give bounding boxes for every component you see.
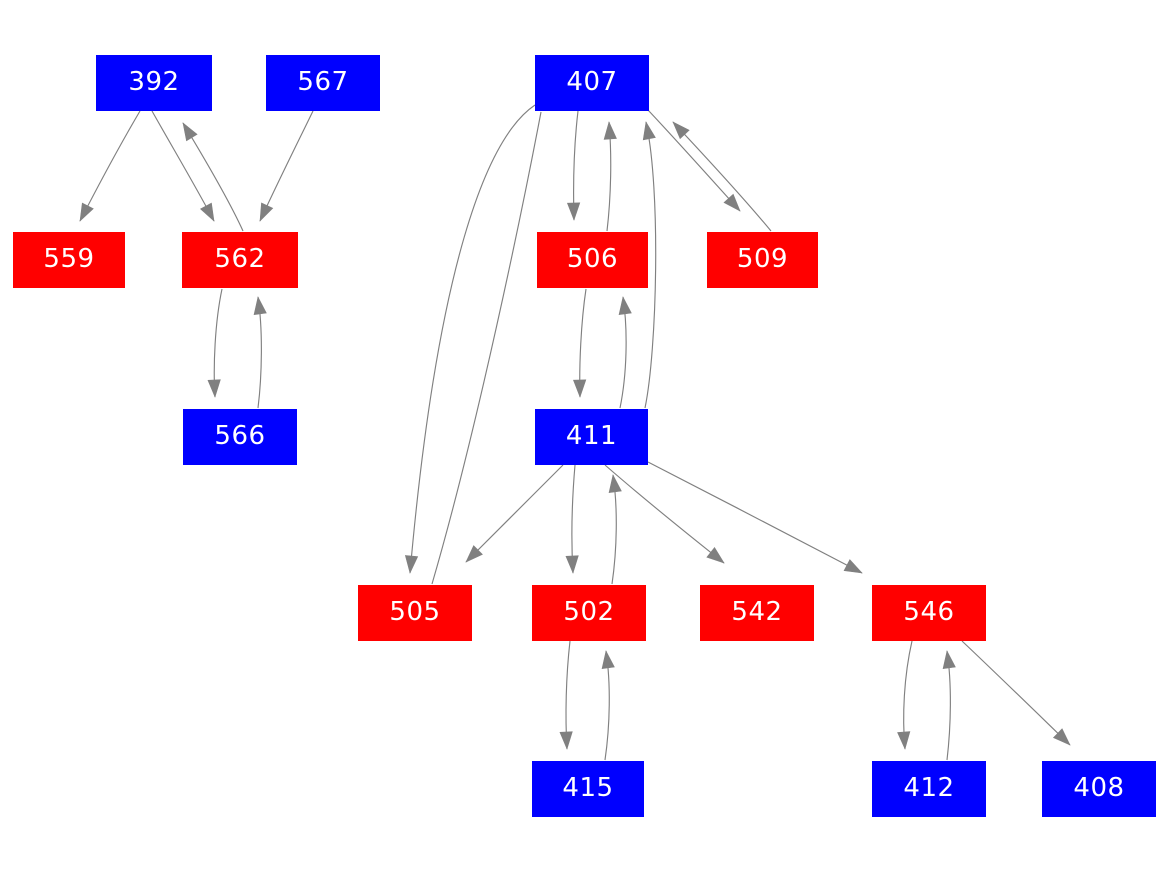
edge-arrowhead — [573, 379, 587, 398]
graph-edge — [603, 121, 617, 232]
graph-node-label: 412 — [903, 773, 955, 803]
graph-node-label: 415 — [562, 773, 614, 803]
graph-edge — [79, 110, 141, 222]
graph-edge — [942, 650, 956, 761]
graph-node-542[interactable]: 542 — [700, 585, 814, 641]
graph-node-label: 502 — [563, 597, 615, 627]
graph-node-412[interactable]: 412 — [872, 761, 986, 817]
graph-node-509[interactable]: 509 — [707, 232, 818, 288]
graph-edge — [961, 640, 1071, 746]
edge-arrowhead — [199, 202, 215, 222]
graph-edge — [565, 464, 579, 574]
edge-arrowhead — [253, 296, 267, 316]
graph-edge — [259, 110, 314, 222]
graph-node-label: 562 — [214, 244, 266, 274]
edge-arrowhead — [566, 202, 581, 221]
graph-node-546[interactable]: 546 — [872, 585, 986, 641]
edge-arrowhead — [259, 202, 274, 222]
edge-arrowhead — [706, 547, 725, 564]
graph-edge — [647, 461, 863, 574]
edge-arrowhead — [1052, 728, 1071, 746]
graph-edge — [604, 464, 725, 564]
graph-node-392[interactable]: 392 — [96, 55, 212, 111]
graph-node-label: 509 — [736, 244, 789, 274]
edge-arrowhead — [79, 202, 94, 222]
graph-node-label: 559 — [43, 244, 95, 274]
graph-node-407[interactable]: 407 — [535, 55, 649, 111]
graph-node-567[interactable]: 567 — [266, 55, 380, 111]
edge-arrowhead — [843, 559, 863, 574]
graph-node-label: 546 — [903, 597, 955, 627]
graph-node-label: 411 — [565, 421, 618, 451]
graph-edge — [618, 296, 632, 409]
graph-edge — [559, 640, 573, 750]
graph-edge — [253, 296, 267, 409]
edge-arrowhead — [404, 555, 419, 574]
edge-arrowhead — [182, 122, 198, 142]
edge-arrowhead — [465, 545, 483, 563]
graph-edge — [182, 122, 244, 232]
edge-arrowhead — [608, 474, 622, 494]
graph-node-label: 392 — [128, 67, 180, 97]
graph-edge — [207, 288, 223, 398]
edge-arrowhead — [942, 650, 956, 670]
graph-node-411[interactable]: 411 — [535, 409, 648, 465]
graph-edge — [465, 464, 564, 563]
graph-edge — [566, 110, 581, 221]
graph-edge — [431, 111, 542, 585]
graph-node-label: 542 — [731, 597, 783, 627]
graph-node-559[interactable]: 559 — [13, 232, 125, 288]
graph-edge — [897, 640, 913, 750]
graph-edge — [642, 121, 657, 409]
graph-node-label: 408 — [1073, 773, 1125, 803]
edge-arrowhead — [601, 650, 615, 670]
edge-arrowhead — [723, 193, 741, 212]
edge-arrowhead — [207, 379, 221, 398]
graph-node-562[interactable]: 562 — [182, 232, 298, 288]
edge-arrowhead — [672, 121, 690, 140]
graph-node-502[interactable]: 502 — [532, 585, 646, 641]
graph-node-415[interactable]: 415 — [532, 761, 644, 817]
edge-arrowhead — [642, 121, 656, 141]
graph-edge — [151, 110, 215, 222]
graph-edge — [672, 121, 772, 232]
graph-edge — [404, 104, 536, 574]
graph-edge — [601, 650, 615, 761]
edge-arrowhead — [565, 555, 579, 574]
graph-node-label: 567 — [297, 67, 349, 97]
graph-edge — [608, 474, 622, 585]
graph-node-label: 407 — [566, 67, 618, 97]
edge-arrowhead — [618, 296, 632, 316]
graph-node-label: 506 — [566, 244, 619, 274]
graph-node-label: 505 — [389, 597, 441, 627]
graph-node-408[interactable]: 408 — [1042, 761, 1156, 817]
graph-node-label: 566 — [214, 421, 266, 451]
edge-arrowhead — [603, 121, 617, 140]
graph-node-566[interactable]: 566 — [183, 409, 297, 465]
graph-edge — [647, 109, 741, 212]
edge-arrowhead — [559, 731, 573, 750]
graph-edge — [573, 288, 587, 398]
edge-arrowhead — [897, 731, 911, 750]
graph-node-506[interactable]: 506 — [537, 232, 648, 288]
graph-node-505[interactable]: 505 — [358, 585, 472, 641]
